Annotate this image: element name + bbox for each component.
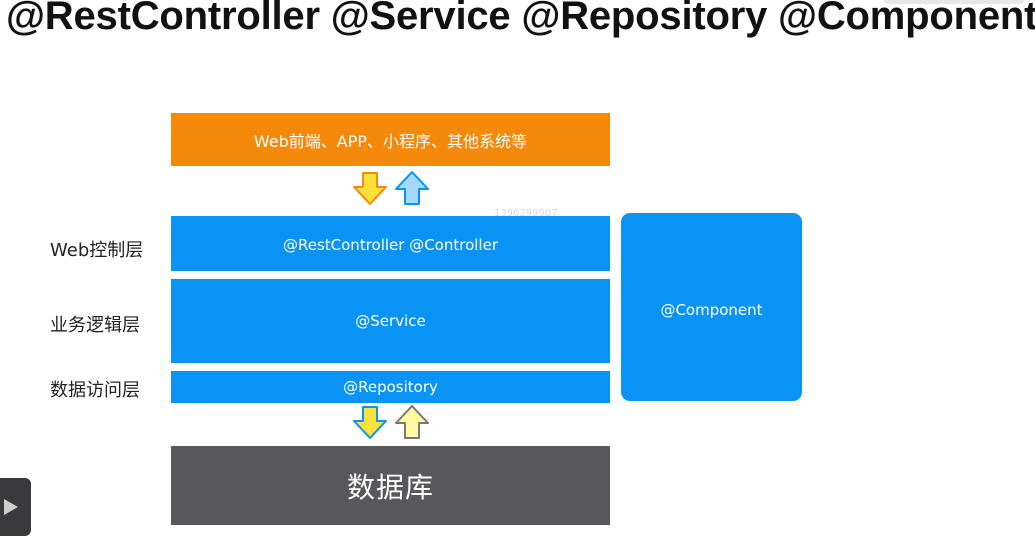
service-layer-block: @Service — [171, 279, 610, 363]
data-layer-label: 数据访问层 — [50, 380, 140, 401]
service-layer-label: 业务逻辑层 — [50, 315, 140, 336]
play-icon — [4, 499, 18, 515]
web-layer-label: Web控制层 — [50, 240, 144, 261]
play-button[interactable] — [0, 478, 31, 536]
up-arrow-icon — [395, 171, 429, 205]
up-arrow-icon — [395, 405, 429, 439]
down-arrow-icon — [353, 172, 387, 205]
watermark-text: 1396299907 — [494, 208, 558, 219]
down-arrow-icon — [353, 406, 387, 439]
component-block: @Component — [621, 213, 802, 401]
corner-overlay — [884, 0, 1024, 4]
page-title: @RestController @Service @Repository @Co… — [6, 0, 1035, 38]
database-block: 数据库 — [171, 446, 610, 525]
web-layer-block: @RestController @Controller — [171, 216, 610, 271]
data-layer-block: @Repository — [171, 371, 610, 403]
client-block: Web前端、APP、小程序、其他系统等 — [171, 113, 610, 166]
